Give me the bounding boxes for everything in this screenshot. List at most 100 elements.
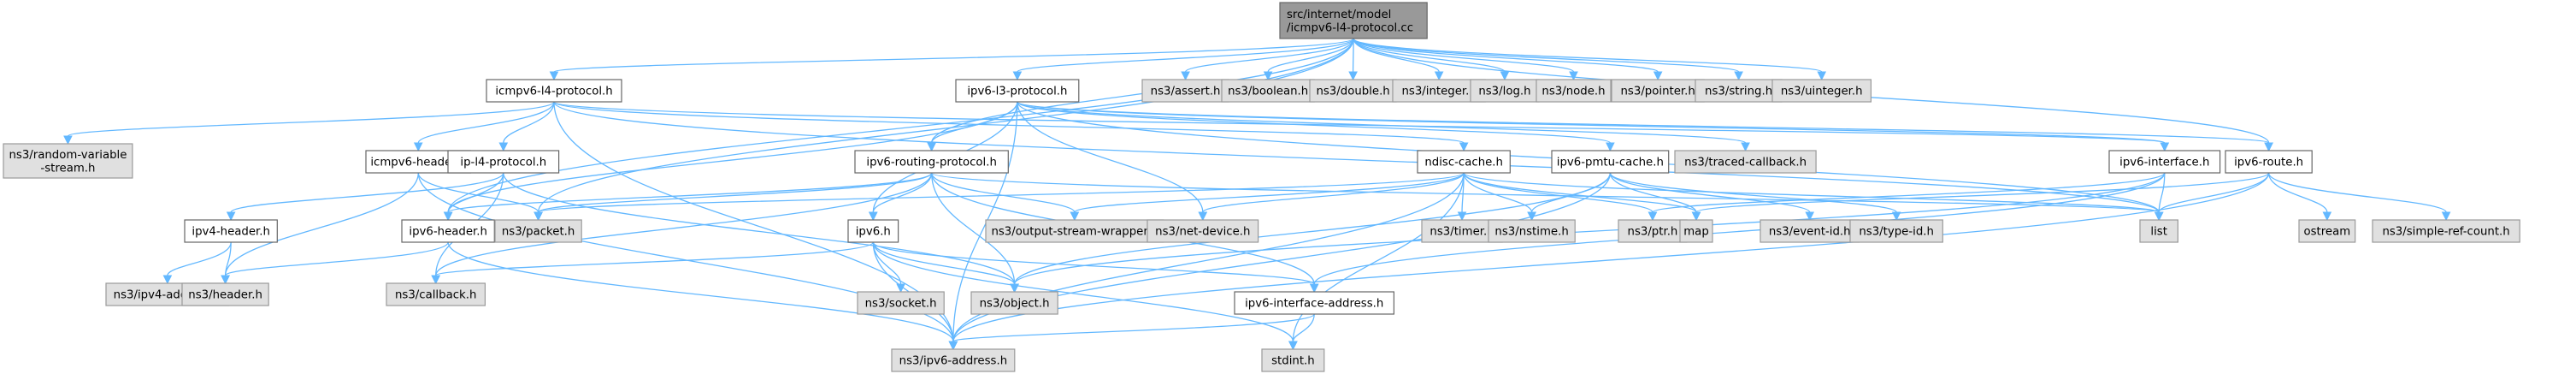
edge-line bbox=[1353, 38, 1740, 73]
node-box bbox=[1417, 150, 1511, 174]
edge-line bbox=[2158, 172, 2270, 213]
node-ndisc-cache[interactable]: ndisc-cache.h bbox=[1417, 150, 1511, 174]
edge-ipv6-interface-to-ptr bbox=[1648, 172, 2166, 222]
edge-line bbox=[1695, 172, 2270, 213]
edge-line bbox=[1353, 38, 1575, 73]
edge-line bbox=[167, 241, 232, 276]
node-ipv6-l3-protocol[interactable]: ipv6-l3-protocol.h bbox=[955, 79, 1080, 103]
node-ipv6[interactable]: ipv6.h bbox=[847, 219, 899, 243]
node-double: ns3/double.h bbox=[1309, 79, 1397, 103]
node-callback: ns3/callback.h bbox=[386, 282, 486, 306]
node-box bbox=[2298, 219, 2356, 243]
edge-line bbox=[1074, 172, 1465, 213]
node-box bbox=[447, 150, 560, 174]
edge-ndisc-cache-to-output-stream-wrapper bbox=[1070, 172, 1465, 222]
edge-ipv6-interface-address-to-ipv6-address bbox=[948, 313, 1315, 351]
edge-root-to-log bbox=[1353, 38, 1510, 81]
node-box bbox=[1674, 150, 1817, 174]
edge-line bbox=[224, 241, 232, 276]
node-label: ns3/simple-ref-count.h bbox=[2382, 226, 2509, 239]
edge-line bbox=[872, 241, 1315, 285]
edge-ip-l4-protocol-to-ipv4-header bbox=[226, 172, 504, 222]
edge-line bbox=[1463, 172, 1697, 213]
edge-line bbox=[537, 172, 933, 213]
node-net-device: ns3/net-device.h bbox=[1147, 219, 1259, 243]
nodes-layer: src/internet/model/icmpv6-l4-protocol.cc… bbox=[3, 2, 2520, 372]
edge-line bbox=[553, 101, 1465, 144]
edge-line bbox=[1353, 38, 1659, 73]
node-label: map bbox=[1683, 226, 1709, 239]
arrowhead-icon bbox=[927, 142, 936, 152]
edge-root-to-double bbox=[1348, 38, 1358, 81]
edge-ipv6-pmtu-cache-to-type-id bbox=[1609, 172, 1901, 222]
edge-ndisc-cache-to-packet bbox=[533, 172, 1465, 222]
edge-line bbox=[1017, 101, 1611, 144]
arrowhead-icon bbox=[226, 211, 236, 222]
node-ipv4-header[interactable]: ipv4-header.h bbox=[184, 219, 278, 243]
edge-line bbox=[1202, 172, 1465, 213]
arrowhead-icon bbox=[1569, 71, 1578, 81]
node-box bbox=[401, 219, 495, 243]
arrowhead-icon bbox=[1434, 71, 1444, 81]
edge-icmpv6-l4-protocol-to-ip-l4-protocol bbox=[498, 101, 555, 152]
edge-line bbox=[931, 101, 1018, 144]
node-label: ns3/timer.h bbox=[1429, 226, 1494, 239]
arrowhead-icon bbox=[431, 275, 441, 285]
node-label: ns3/node.h bbox=[1541, 86, 1605, 98]
node-label: ns3/pointer.h bbox=[1621, 86, 1695, 98]
node-event-id: ns3/event-id.h bbox=[1760, 219, 1860, 243]
edge-ipv6-route-to-ostream bbox=[2267, 172, 2332, 222]
edge-ipv4-header-to-ipv4-address bbox=[162, 241, 232, 285]
node-ipv6-interface[interactable]: ipv6-interface.h bbox=[2108, 150, 2221, 174]
node-ipv6-pmtu-cache[interactable]: ipv6-pmtu-cache.h bbox=[1551, 150, 1670, 174]
edge-line bbox=[1013, 172, 1611, 285]
edge-ndisc-cache-to-stdint bbox=[1288, 172, 1465, 351]
node-ptr: ns3/ptr.h bbox=[1618, 219, 1688, 243]
edge-line bbox=[503, 172, 1016, 285]
edge-line bbox=[2267, 172, 2447, 213]
edge-ip-l4-protocol-to-ipv6-header bbox=[443, 172, 504, 222]
node-label: -stream.h bbox=[40, 162, 95, 175]
node-ipv6-routing-protocol[interactable]: ipv6-routing-protocol.h bbox=[854, 150, 1009, 174]
node-label: ns3/socket.h bbox=[865, 298, 937, 311]
edge-line bbox=[447, 101, 1018, 213]
arrowhead-icon bbox=[549, 71, 559, 81]
node-box bbox=[1849, 219, 1943, 243]
arrowhead-icon bbox=[1734, 71, 1743, 81]
edge-line bbox=[1313, 172, 2166, 285]
node-icmpv6-l4-protocol[interactable]: icmpv6-l4-protocol.h bbox=[486, 79, 622, 103]
arrowhead-icon bbox=[1288, 341, 1298, 351]
edge-ipv6-routing-protocol-to-ipv6-header bbox=[443, 172, 933, 222]
node-type-id: ns3/type-id.h bbox=[1849, 219, 1943, 243]
edge-ipv6-route-to-list bbox=[2154, 172, 2270, 222]
node-label: ns3/type-id.h bbox=[1859, 226, 1934, 239]
node-label: ns3/double.h bbox=[1316, 86, 1389, 98]
node-ipv6-header[interactable]: ipv6-header.h bbox=[401, 219, 495, 243]
edge-line bbox=[1463, 172, 1653, 213]
node-box bbox=[1536, 79, 1612, 103]
node-box bbox=[1309, 79, 1397, 103]
node-label: ns3/header.h bbox=[188, 289, 262, 302]
edge-line bbox=[1267, 38, 1354, 73]
edge-line bbox=[1530, 172, 1611, 213]
node-label: ipv6-header.h bbox=[409, 226, 487, 239]
node-box bbox=[985, 219, 1164, 243]
edge-icmpv6-header-to-packet bbox=[417, 172, 543, 222]
edge-icmpv6-l4-protocol-to-ipv6-interface bbox=[553, 101, 2170, 152]
node-ip-l4-protocol[interactable]: ip-l4-protocol.h bbox=[447, 150, 560, 174]
node-root[interactable]: src/internet/model/icmpv6-l4-protocol.cc bbox=[1279, 2, 1428, 39]
node-box bbox=[486, 79, 622, 103]
edge-line bbox=[1292, 313, 1315, 342]
node-label: ns3/nstime.h bbox=[1494, 226, 1568, 239]
edge-ipv6-pmtu-cache-to-event-id bbox=[1609, 172, 1815, 222]
arrowhead-icon bbox=[498, 142, 509, 152]
edge-line bbox=[872, 241, 1016, 285]
node-ipv6-route[interactable]: ipv6-route.h bbox=[2225, 150, 2313, 174]
arrowhead-icon bbox=[1348, 71, 1358, 81]
node-box bbox=[1611, 79, 1705, 103]
edge-icmpv6-l4-protocol-to-ndisc-cache bbox=[553, 101, 1469, 152]
node-box bbox=[970, 291, 1058, 315]
edge-line bbox=[1353, 38, 1506, 73]
edge-line bbox=[1609, 172, 1697, 213]
node-ipv6-interface-address[interactable]: ipv6-interface-address.h bbox=[1234, 291, 1394, 315]
